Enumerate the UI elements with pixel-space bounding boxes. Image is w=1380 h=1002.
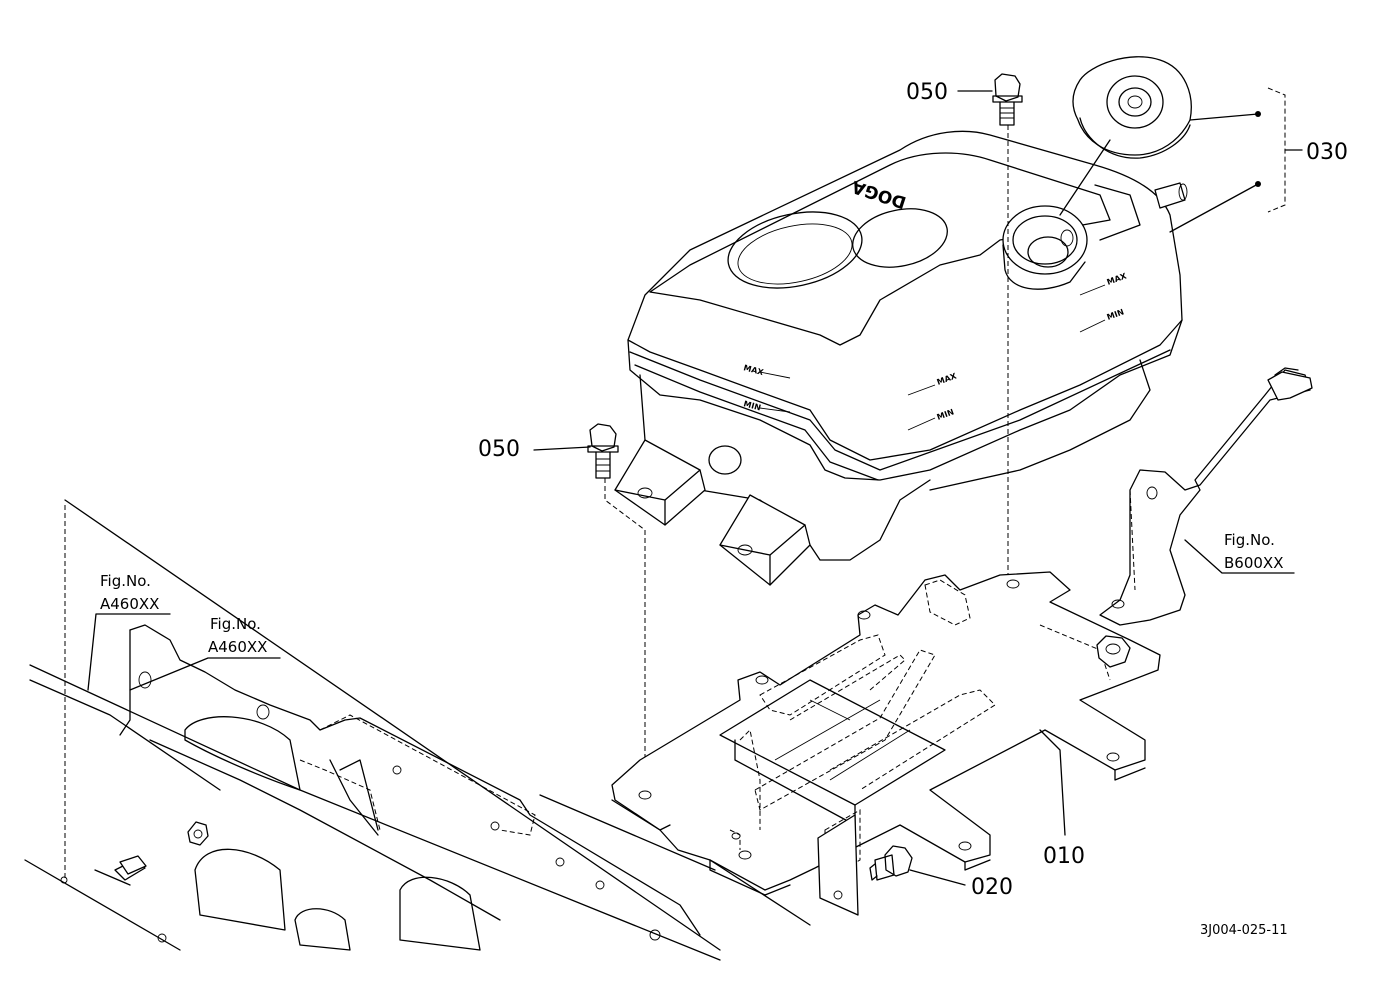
callout-010: 010: [1043, 844, 1085, 869]
drawing-code: 3J004-025-11: [1200, 923, 1288, 938]
chassis-frame-panel: [24, 499, 721, 961]
radiator-cap: [1072, 56, 1192, 159]
callout-050-left: 050: [478, 437, 520, 462]
mounting-bracket: [611, 367, 1313, 916]
stud-left: [119, 855, 147, 875]
flange-bolt-bottom: [869, 845, 913, 881]
callout-050-top: 050: [906, 80, 948, 105]
fig-ref-right-code: B600XX: [1224, 554, 1283, 572]
callout-020: 020: [971, 875, 1013, 900]
coolant-reservoir-tank: MAX MIN MAX MIN MAX MIN DOGA: [614, 130, 1188, 586]
tank-min-label-1: MIN: [742, 399, 761, 412]
fig-ref-left-inner-code: A460XX: [208, 638, 267, 656]
flange-bolt-top: [992, 73, 1023, 126]
flange-bolt-left: [587, 423, 619, 479]
fig-ref-left-outer-code: A460XX: [100, 595, 159, 613]
callout-030: 030: [1306, 140, 1348, 165]
fig-ref-right-label: Fig.No.: [1224, 531, 1275, 549]
fig-ref-left-outer-label: Fig.No.: [100, 572, 151, 590]
fig-ref-left-inner-label: Fig.No.: [210, 615, 261, 633]
